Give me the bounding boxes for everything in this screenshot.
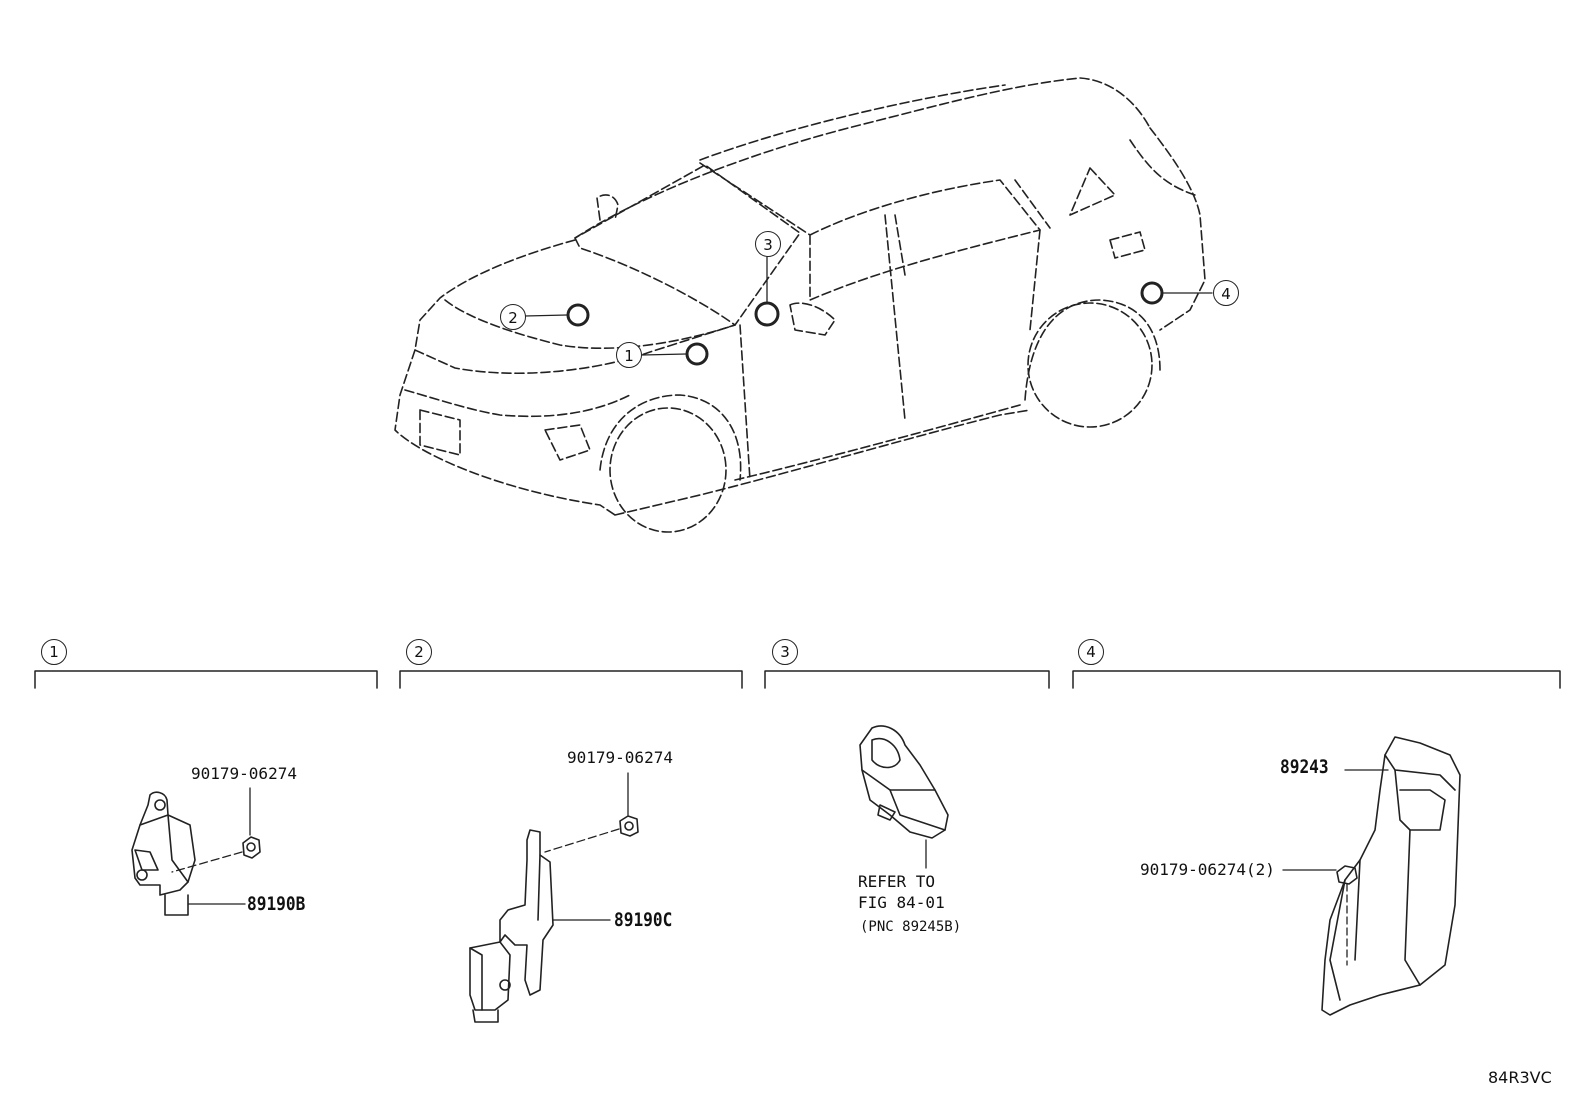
figure-code: 84R3VC [1488, 1068, 1552, 1087]
section-brackets [34, 670, 1561, 689]
part-89190b-drawing [131, 787, 261, 916]
section-marker-4: 4 [1078, 639, 1104, 665]
label-89190b: 89190B [247, 893, 306, 915]
label-s4-fastener: 90179-06274(2) [1140, 860, 1275, 879]
callout-4: 4 [1213, 280, 1239, 306]
label-89243: 89243 [1280, 756, 1329, 778]
vehicle-outline [394, 77, 1206, 533]
section-marker-2: 2 [406, 639, 432, 665]
label-refer-line1: REFER TO [858, 872, 936, 891]
part-89245b-drawing [859, 725, 949, 869]
label-refer-line2: FIG 84-01 [858, 893, 945, 912]
callout-2: 2 [500, 304, 526, 330]
label-refer-line3: (PNC 89245B) [860, 919, 962, 935]
label-89190c: 89190C [614, 909, 673, 931]
label-s2-fastener: 90179-06274 [567, 748, 673, 767]
callout-1: 1 [616, 342, 642, 368]
callout-3: 3 [755, 231, 781, 257]
part-89190c-drawing [469, 772, 639, 1023]
section-marker-1: 1 [41, 639, 67, 665]
section-marker-3: 3 [772, 639, 798, 665]
label-s1-fastener: 90179-06274 [191, 764, 297, 783]
part-89243-drawing [1282, 736, 1461, 1016]
